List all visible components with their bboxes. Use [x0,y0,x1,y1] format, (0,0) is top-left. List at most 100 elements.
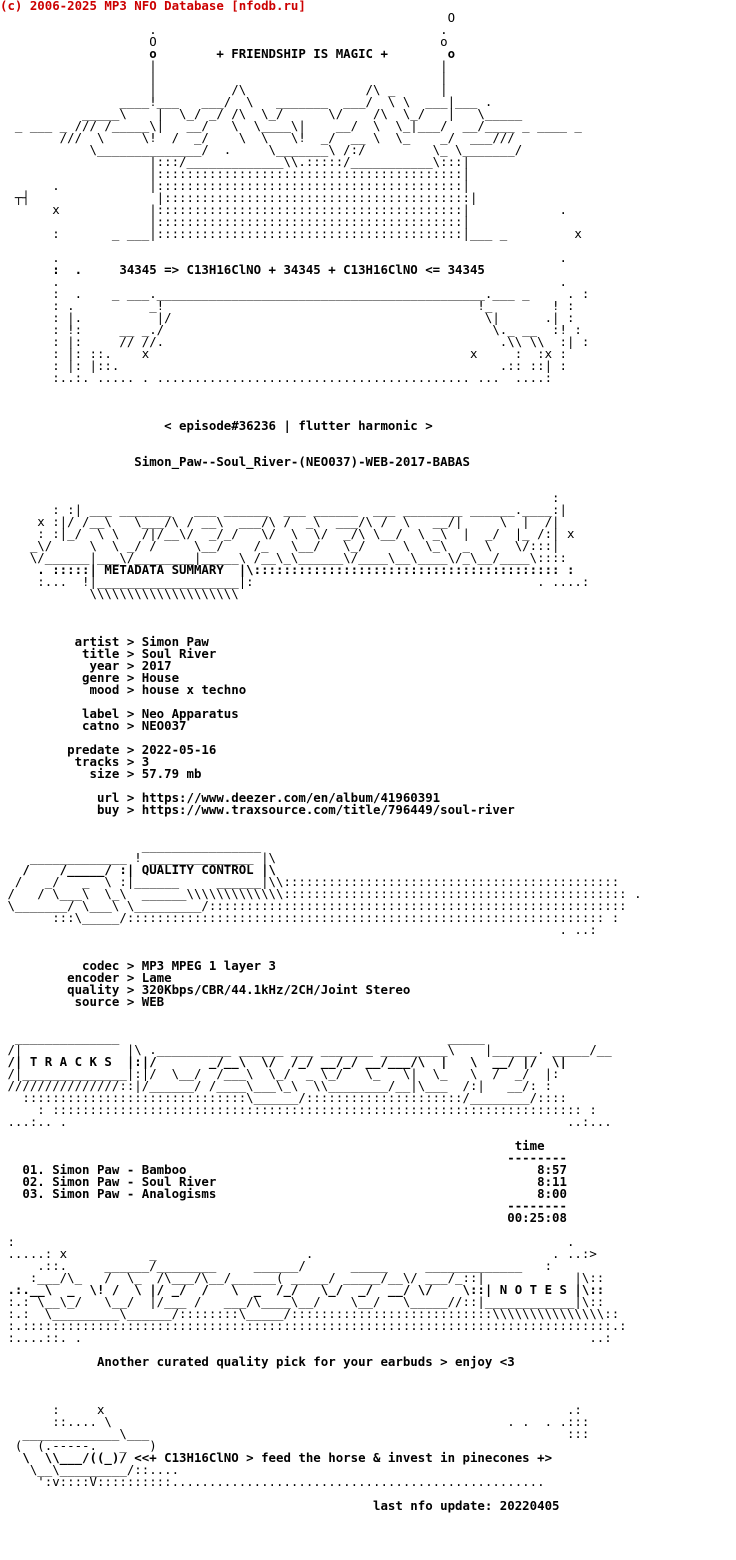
nfo-line [0,600,736,612]
nfo-line: ______________ _____ [0,1030,485,1045]
nfo-line: | | [0,58,448,73]
nfo-line: . . [0,274,567,289]
nfo-line: |:::/_____________\\.:::::/___________\:… [0,154,470,169]
nfo-line: : _ ___|::::::::::::::::::::::::::::::::… [0,226,582,241]
nfo-line: title > Soul River [0,646,217,661]
nfo-line: .....: x _ . . ..:> [0,1246,597,1261]
nfo-line: : [0,490,560,505]
nfo-line: artist > Simon Paw [0,634,209,649]
nfo-line: codec > MP3 MPEG 1 layer 3 [0,958,277,973]
nfo-line: -------- [0,1198,567,1213]
nfo-line: ┬┤ |::::::::::::::::::::::::::::::::::::… [0,190,478,205]
nfo-line: : . [0,1234,575,1249]
nfo-line: /| |\ .__________ ______ ___ _______ ___… [0,1042,612,1057]
nfo-line: /|______________|:|/ \__/ /___\ \_/ _ \_… [0,1066,560,1081]
nfo-line: :... !|___________________|: . ....: [0,574,590,589]
nfo-line: _ ___ _ /// /_____\| __/ \ \____\| __/ \… [0,118,582,133]
nfo-line: size > 57.79 mb [0,766,202,781]
nfo-line: x :|/ /__\ \___/\ / __\ ___/\ / _\ ___/\… [0,514,560,529]
nfo-line: ':v::::V::::::::::......................… [0,1474,545,1489]
nfo-line: _\/ \ \ _/ / \__/ /_ \__/ \_/ \ \_\ _ \ … [0,538,560,553]
nfo-line: : |: ::. x x : :x : [0,346,567,361]
nfo-line: : . _ ___.______________________________… [0,286,590,301]
nfo-line: last nfo update: 20220405 [0,1498,560,1513]
nfo-line: . . [0,250,567,265]
nfo-line [0,1380,736,1392]
nfo-line: \/______|___\/________|_____\ /__\_\____… [0,550,567,565]
nfo-line: / _/ _ \ :|______ ______|\\:::::::::::::… [0,874,620,889]
nfo-line: _____________ ! ______________ |\ [0,850,277,865]
nfo-line: url > https://www.deezer.com/en/album/41… [0,790,441,805]
nfo-line: encoder > Lame [0,970,172,985]
nfo-line: time [0,1138,545,1153]
nfo-line: . :::::| METADATA SUMMARY |\::::::::::::… [0,562,575,577]
nfo-line: \_______/ \___\ \_________/:::::::::::::… [0,898,627,913]
nfo-line: catno > NEO037 [0,718,187,733]
nfo-line: 00:25:08 [0,1210,567,1225]
nfo-line [0,1368,736,1380]
nfo-line: | /\ /\ _ | [0,82,448,97]
nfo-line: / / \___\ \_\ ______\\\\\\\\\\\\\:::::::… [0,886,642,901]
nfo-line [0,432,736,444]
nfo-line: \__\_________/::.... [0,1462,180,1477]
nfo-line [0,936,736,948]
nfo-line: : !: __ _./ \._ __ :! : [0,322,582,337]
nfo-line [0,816,736,828]
nfo-line: : |: // //. .\\ \\ :| : [0,334,590,349]
nfo-line: .::. ______/________ ______/ _____ _____… [0,1258,553,1273]
nfo-line: :.: \__\_/ \__/ |/___ / ___/\____\__/ \_… [0,1294,605,1309]
nfo-line: . |:::::::::::::::::::::::::::::::::::::… [0,178,470,193]
nfo-line: x |:::::::::::::::::::::::::::::::::::::… [0,202,567,217]
nfo-line: 03. Simon Paw - Analogisms 8:00 [0,1186,567,1201]
nfo-line: : x .: [0,1402,582,1417]
nfo-line: Another curated quality pick for your ea… [0,1354,515,1369]
nfo-line: |:::::::::::::::::::::::::::::::::::::::… [0,214,470,229]
nfo-line: : :|_/ \ \ /|/__\/ _/_/ \/ \ \/ _/\ \__/… [0,526,575,541]
nfo-line: :___/\_ / \_ /\___/\__/______( _____/ __… [0,1270,605,1285]
nfo-line: O o [0,34,448,49]
nfo-line [0,612,736,624]
nfo-line: :..:. ..... . ..........................… [0,370,553,385]
nfo-line: \ \\___/((_)/ <<+ C13H16ClNO > feed the … [0,1450,553,1465]
nfo-line: | | [0,70,448,85]
site-copyright-banner: (c) 2006-2025 MP3 NFO Database [nfodb.ru… [0,0,306,13]
nfo-line: :.: \_________\______/::::::::\_____/:::… [0,1306,620,1321]
nfo-line: Simon_Paw--Soul_River-(NEO037)-WEB-2017-… [0,454,470,469]
nfo-line: \\\\\\\\\\\\\\\\\\\\ [0,586,239,601]
nfo-line: label > Neo Apparatus [0,706,239,721]
nfo-line: O [0,10,456,25]
nfo-line: ____!___ ___/ \ _______ ___/ \ \ ___|___… [0,94,493,109]
nfo-line [0,1008,736,1020]
nfo-line: /// \ \! / _/ \ \ \! _/ __ \ \_ _/ ___//… [0,130,515,145]
nfo-line: source > WEB [0,994,165,1009]
nfo-line: |:::::::::::::::::::::::::::::::::::::::… [0,166,470,181]
nfo-line: \______________/ . \_______\ /:/ \_ \___… [0,142,523,157]
nfo-line: quality > 320Kbps/CBR/44.1kHz/2CH/Joint … [0,982,411,997]
nfo-line: -------- [0,1150,567,1165]
nfo-line: < episode#36236 | flutter harmonic > [0,418,433,433]
nfo-line: ::.... \ . . . .::: [0,1414,590,1429]
nfo-line: genre > House [0,670,180,685]
nfo-line: ::::::::::::::::::::::::::::::\______/::… [0,1090,567,1105]
nfo-line: _____\ | \_/ _/ /\ \_/ \/ /\ \_/ | \____… [0,106,523,121]
nfo-line: tracks > 3 [0,754,150,769]
nfo-line: : ::::::::::::::::::::::::::::::::::::::… [0,1102,597,1117]
nfo-line: ///////////////::|/______/ /____\___\_\ … [0,1078,553,1093]
nfo-line: : . 34345 => C13H16ClNO + 34345 + C13H16… [0,262,485,277]
nfo-line [0,396,736,408]
nfo-line: _____________\___ ::: [0,1426,590,1441]
nfo-line [0,384,736,396]
nfo-line: year > 2017 [0,658,172,673]
nfo-line: : :| ___ _______ ___ ______ ___ ______ _… [0,502,567,517]
nfo-line: : |. |/ \| .| : [0,310,575,325]
nfo-line: o + FRIENDSHIP IS MAGIC + o [0,46,456,61]
nfo-line: . ..: [0,922,597,937]
nfo-line: /| T R A C K S |:|/ _/__\ \/ /_/ __/_/ _… [0,1054,567,1069]
nfo-line: :....::. . ..: [0,1330,612,1345]
nfo-line: .:.__\ _ \! / \ |/ _/ / \ _ /_/ \_/ _/ _… [0,1282,605,1297]
nfo-line: ________________ [0,838,262,853]
nfo-line: ...:.. . ..:... [0,1114,612,1129]
nfo-line: mood > house x techno [0,682,247,697]
nfo-line: : . _! !_ ! : [0,298,575,313]
nfo-line: 02. Simon Paw - Soul River 8:11 [0,1174,567,1189]
